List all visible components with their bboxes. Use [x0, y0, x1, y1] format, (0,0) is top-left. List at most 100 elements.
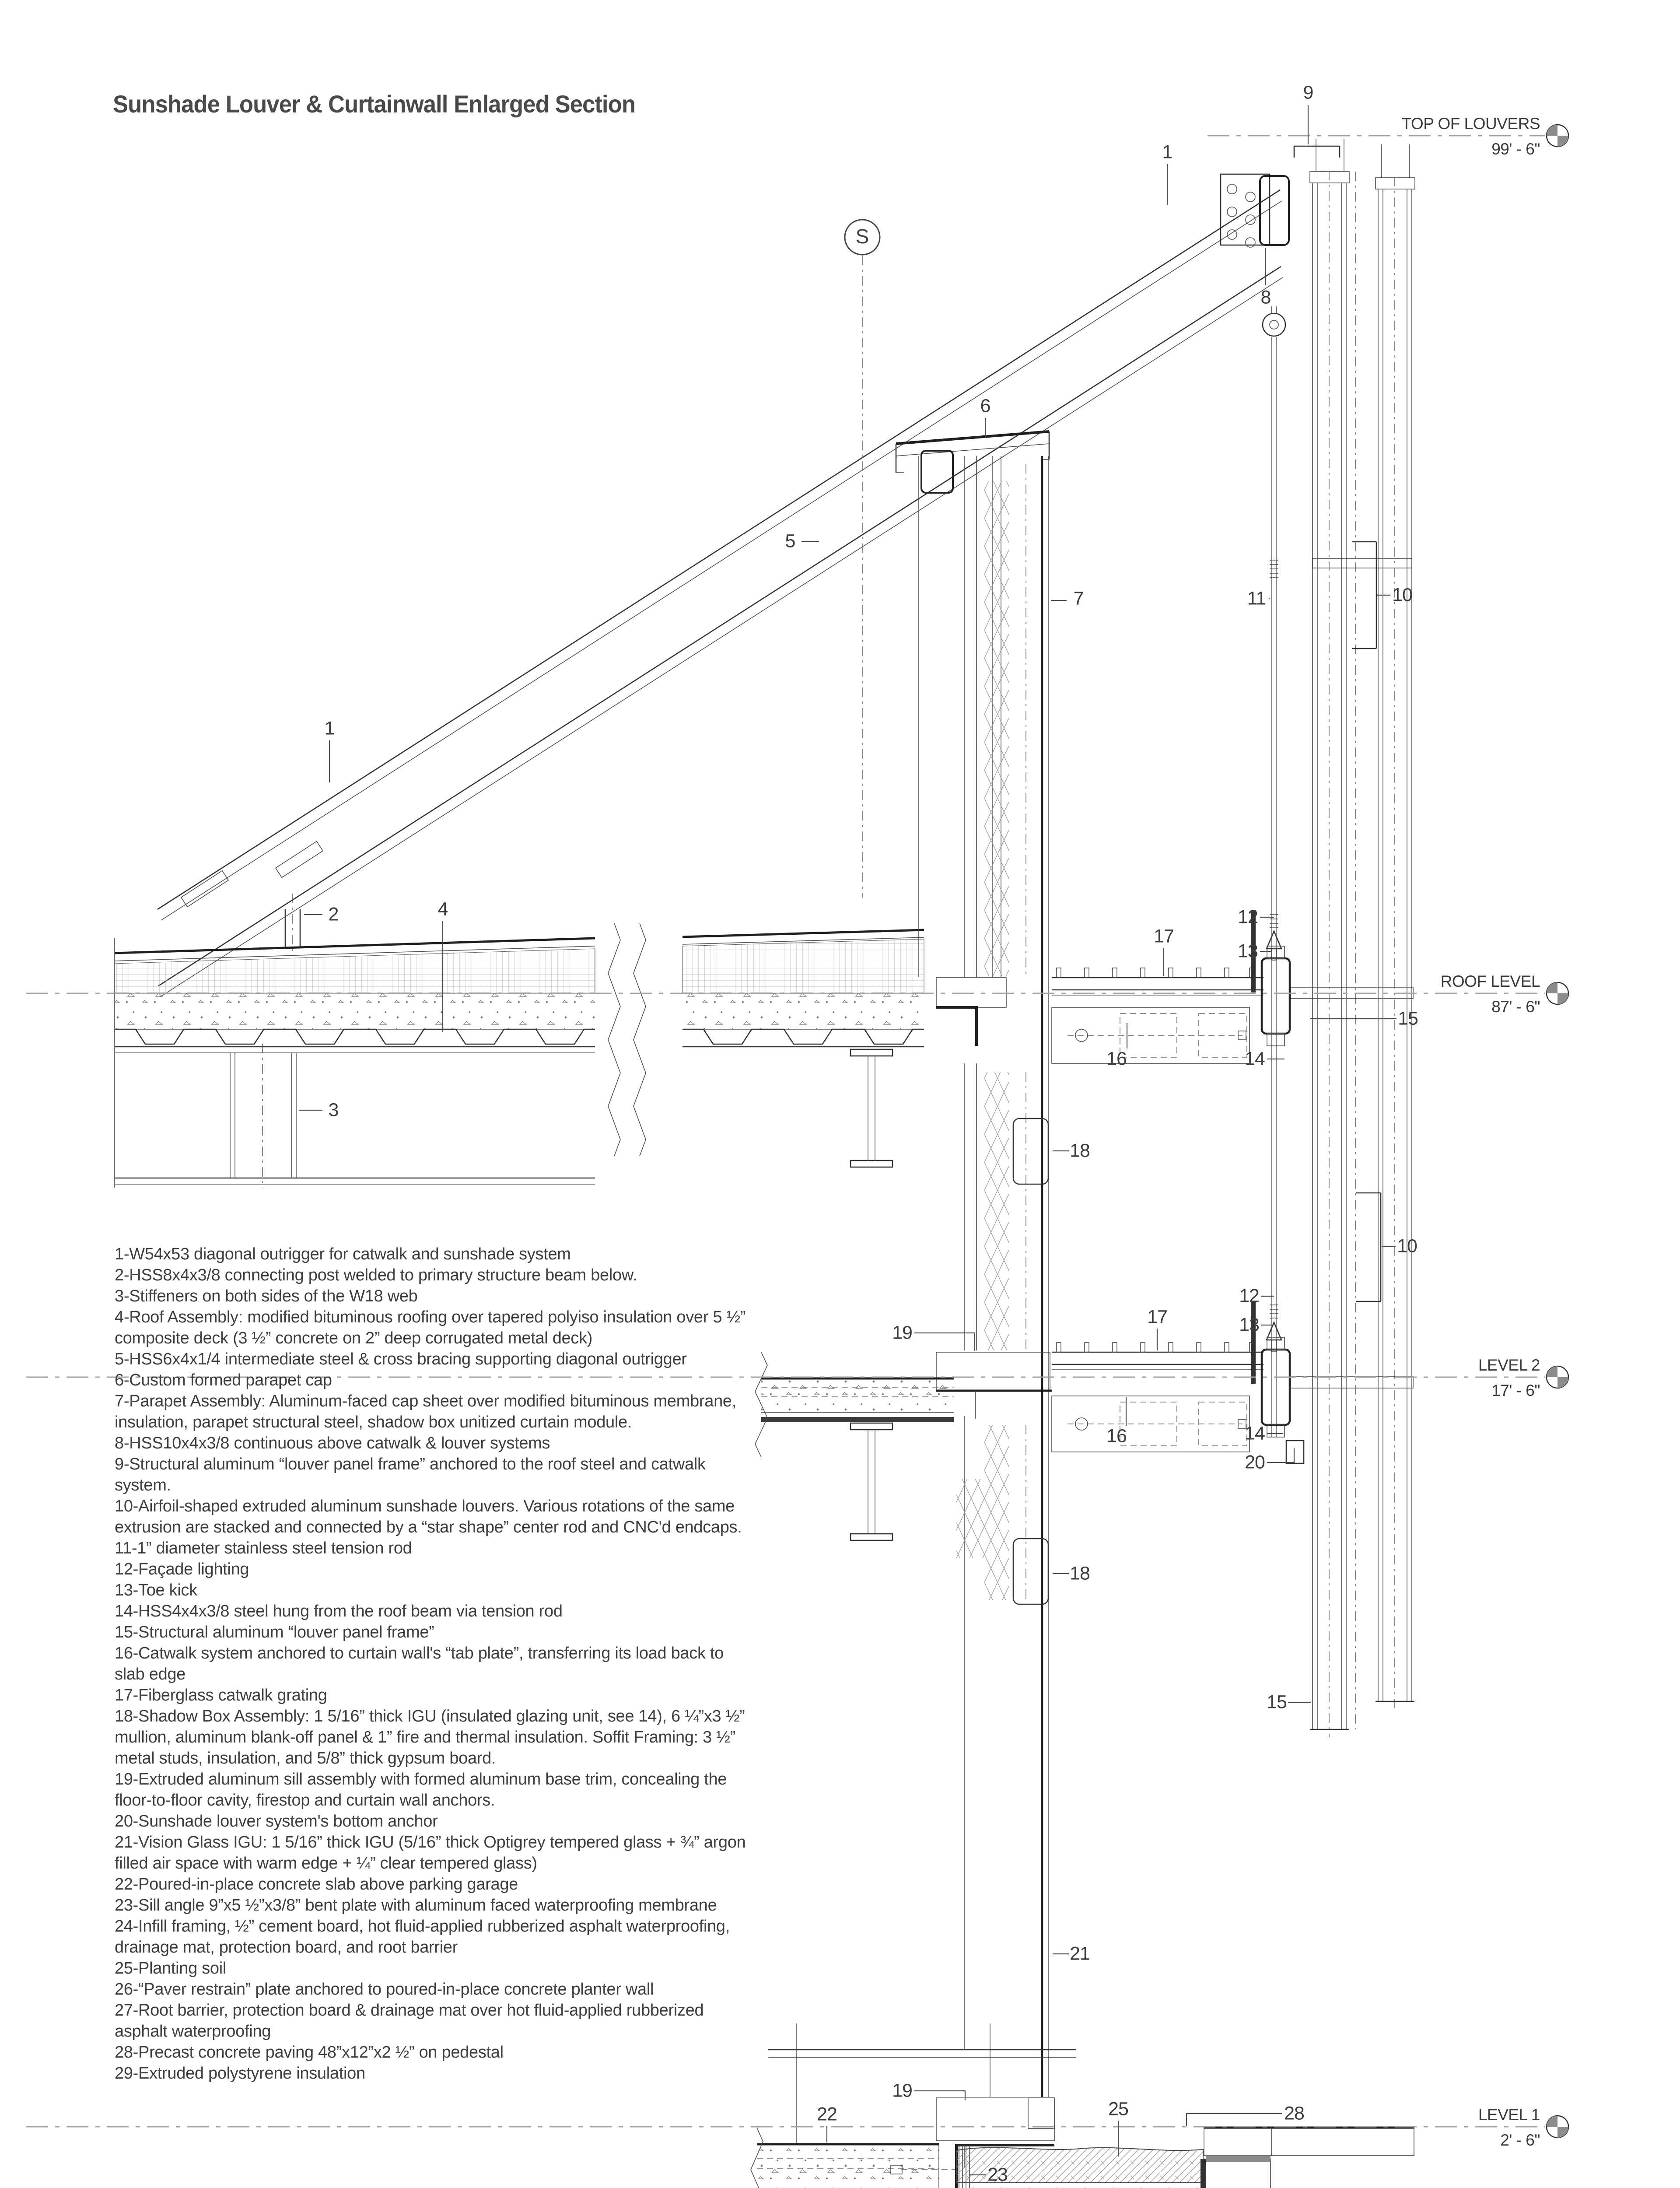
callout-label: 21: [1070, 1943, 1090, 1964]
legend-notes: 1-W54x53 diagonal outrigger for catwalk …: [115, 1244, 753, 2084]
callout-label: 23: [987, 2164, 1008, 2185]
callout-label: 8: [1260, 287, 1271, 308]
callout-label: 15: [1398, 1008, 1418, 1029]
callout-label: 9: [1303, 82, 1314, 103]
callout-label: 14: [1245, 1048, 1265, 1069]
legend-item: 10-Airfoil-shaped extruded aluminum suns…: [115, 1497, 742, 1536]
callout-label: 2: [328, 904, 339, 925]
level2-slab: [755, 1352, 954, 1541]
legend-item: 22-Poured-in-place concrete slab above p…: [115, 1875, 518, 1893]
roof-catwalk: [936, 968, 1264, 1064]
level-datum-quadrant: [1558, 993, 1568, 1004]
level-elevation: 2' - 6": [1500, 2131, 1540, 2149]
tension-rod-and-frames: [1251, 175, 1305, 1464]
level1-planter: [750, 2097, 1414, 2188]
callout-label: 1: [1162, 141, 1173, 163]
level-datum-quadrant: [1547, 982, 1558, 993]
legend-item: 6-Custom formed parapet cap: [115, 1371, 332, 1389]
callout-label: 13: [1238, 940, 1258, 962]
callout-label: 4: [438, 898, 448, 920]
callout-leader: [914, 1332, 976, 1351]
callout-label: 19: [892, 2080, 913, 2101]
callout-label: 7: [1073, 588, 1084, 609]
callout-label: 16: [1106, 1425, 1127, 1447]
legend-item: 3-Stiffeners on both sides of the W18 we…: [115, 1287, 418, 1305]
section-marker-label: S: [855, 224, 869, 248]
callout-label: 22: [817, 2104, 837, 2125]
callout-label: 25: [1108, 2098, 1129, 2120]
legend-item: 12-Façade lighting: [115, 1560, 249, 1578]
parapet-and-curtainwall: [768, 430, 1076, 2143]
legend-item: 21-Vision Glass IGU: 1 5/16” thick IGU (…: [115, 1833, 746, 1872]
level-datum-quadrant: [1558, 1377, 1568, 1388]
callout-label: 28: [1284, 2103, 1305, 2124]
callout-label: 19: [892, 1322, 913, 1343]
callout-label: 12: [1239, 1285, 1260, 1307]
level2-catwalk: [936, 1342, 1264, 1452]
legend-item: 8-HSS10x4x3/8 continuous above catwalk &…: [115, 1434, 550, 1452]
callout-label: 6: [980, 395, 991, 417]
callout-label: 5: [785, 530, 796, 552]
legend-item: 24-Infill framing, ½” cement board, hot …: [115, 1917, 730, 1957]
level-name: TOP OF LOUVERS: [1401, 115, 1540, 133]
legend-item: 19-Extruded aluminum sill assembly with …: [115, 1770, 727, 1809]
level-datum-quadrant: [1558, 136, 1568, 147]
callout-label: 16: [1106, 1048, 1127, 1069]
legend-item: 26-“Paver restrain” plate anchored to po…: [115, 1980, 654, 1999]
callout-label: 11: [1247, 588, 1267, 609]
legend-item: 29-Extruded polystyrene insulation: [115, 2064, 365, 2083]
callout-label: 1: [324, 718, 335, 739]
callout-label: 18: [1070, 1563, 1090, 1584]
level-name: LEVEL 1: [1478, 2106, 1540, 2124]
callout-leader: [914, 2090, 966, 2100]
legend-item: 18-Shadow Box Assembly: 1 5/16” thick IG…: [115, 1707, 745, 1767]
louver-system: [1290, 139, 1415, 1737]
callout-label: 14: [1245, 1423, 1265, 1444]
legend-item: 7-Parapet Assembly: Aluminum-faced cap s…: [115, 1392, 737, 1431]
callout-label: 10: [1397, 1235, 1418, 1257]
legend-item: 17-Fiberglass catwalk grating: [115, 1686, 327, 1704]
legend-item: 15-Structural aluminum “louver panel fra…: [115, 1623, 434, 1641]
callout-label: 3: [328, 1099, 339, 1121]
callout-label: 13: [1239, 1314, 1260, 1336]
legend-item: 13-Toe kick: [115, 1581, 197, 1599]
level-elevation: 87' - 6": [1491, 998, 1540, 1016]
legend-item: 5-HSS6x4x1/4 intermediate steel & cross …: [115, 1350, 687, 1368]
callout-label: 12: [1238, 906, 1258, 928]
legend-item: 23-Sill angle 9”x5 ½”x3/8” bent plate wi…: [115, 1896, 717, 1914]
level-name: ROOF LEVEL: [1440, 972, 1540, 990]
callout-leader: [1186, 2113, 1282, 2126]
legend-item: 1-W54x53 diagonal outrigger for catwalk …: [115, 1245, 571, 1263]
diagonal-outrigger-beam: [157, 173, 1283, 997]
legend-item: 2-HSS8x4x3/8 connecting post welded to p…: [115, 1266, 637, 1284]
legend-item: 27-Root barrier, protection board & drai…: [115, 2001, 704, 2041]
callout-label: 20: [1245, 1452, 1265, 1473]
level-name: LEVEL 2: [1478, 1356, 1540, 1374]
legend-item: 20-Sunshade louver system's bottom ancho…: [115, 1812, 438, 1830]
level-datum-quadrant: [1547, 125, 1558, 136]
level-datum-quadrant: [1558, 2127, 1568, 2138]
legend-item: 16-Catwalk system anchored to curtain wa…: [115, 1644, 724, 1683]
callout-label: 10: [1392, 584, 1413, 606]
legend-item: 4-Roof Assembly: modified bituminous roo…: [115, 1308, 746, 1347]
roof-assembly-left: [114, 923, 646, 1188]
legend-item: 11-1” diameter stainless steel tension r…: [115, 1539, 412, 1557]
legend-item: 25-Planting soil: [115, 1959, 227, 1978]
level-elevation: 17' - 6": [1491, 1382, 1540, 1399]
legend-item: 14-HSS4x4x3/8 steel hung from the roof b…: [115, 1602, 563, 1620]
level-datum-quadrant: [1547, 2116, 1558, 2127]
callout-label: 17: [1147, 1306, 1168, 1328]
hss-connecting-post: [284, 894, 301, 952]
callout-label: 15: [1267, 1691, 1287, 1713]
callout-label: 18: [1070, 1140, 1090, 1161]
callout-leader: [1267, 1448, 1295, 1463]
roof-assembly-right: [682, 929, 924, 1168]
legend-item: 9-Structural aluminum “louver panel fram…: [115, 1455, 706, 1494]
level-elevation: 99' - 6": [1491, 140, 1540, 158]
section-cut-line: [844, 219, 881, 898]
page-title: Sunshade Louver & Curtainwall Enlarged S…: [113, 90, 636, 118]
legend-item: 28-Precast concrete paving 48”x12”x2 ½” …: [115, 2043, 504, 2062]
